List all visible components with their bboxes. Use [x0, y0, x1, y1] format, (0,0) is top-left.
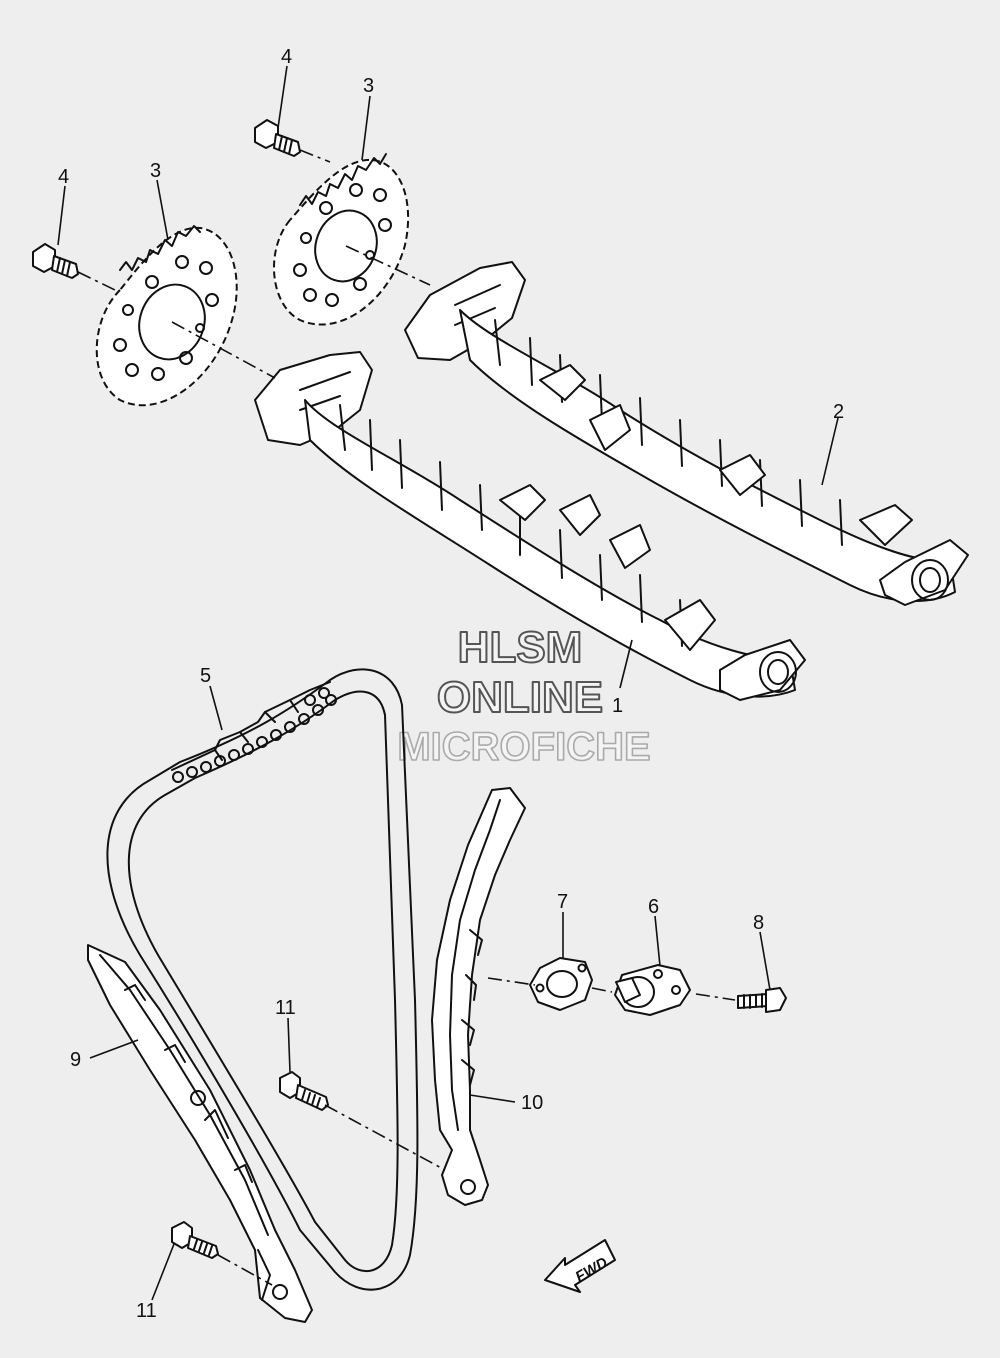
sprocket-bolt-right [254, 119, 301, 157]
callout-6: 6 [648, 896, 659, 918]
watermark-line-3: MICROFICHE [397, 725, 650, 769]
camshaft-sprocket-right [273, 153, 410, 326]
callout-2: 2 [833, 401, 844, 423]
forward-arrow-icon: FWD [544, 1239, 616, 1293]
chain-tensioner [614, 964, 691, 1016]
guide-bolt-lower [171, 1221, 219, 1259]
chain-guide [87, 944, 313, 1323]
tensioner-gasket [529, 957, 593, 1011]
leader-lines [57, 65, 839, 1301]
callout-5: 5 [200, 665, 211, 687]
callout-1: 1 [612, 695, 623, 717]
chain-links-detail [171, 681, 337, 783]
timing-chain [106, 668, 419, 1291]
guide-bolt-upper [279, 1071, 329, 1111]
callout-7: 7 [557, 891, 568, 913]
camshaft-1 [254, 351, 806, 701]
watermark-line-2: ONLINE [437, 673, 603, 722]
callout-8: 8 [753, 912, 764, 934]
callout-numbers: 1 2 3 3 4 4 5 6 7 8 9 10 11 11 [58, 46, 844, 1322]
watermark: HLSM ONLINE MICROFICHE [397, 622, 652, 770]
tensioner-bolt [737, 987, 787, 1013]
camshaft-2 [404, 261, 969, 606]
callout-11-lower: 11 [136, 1300, 157, 1322]
callout-11-upper: 11 [275, 997, 296, 1019]
callout-3-right: 3 [363, 75, 374, 97]
callout-9: 9 [70, 1049, 81, 1071]
watermark-line-1: HLSM [458, 623, 583, 672]
callout-4-right: 4 [281, 46, 292, 68]
assembly-lines [77, 149, 736, 1286]
callout-10: 10 [521, 1092, 543, 1114]
tensioner-guide [431, 787, 526, 1206]
sprocket-bolt-left [32, 243, 79, 279]
callout-4-left: 4 [58, 166, 69, 188]
camshaft-sprocket-left [95, 225, 238, 407]
callout-3-left: 3 [150, 160, 161, 182]
